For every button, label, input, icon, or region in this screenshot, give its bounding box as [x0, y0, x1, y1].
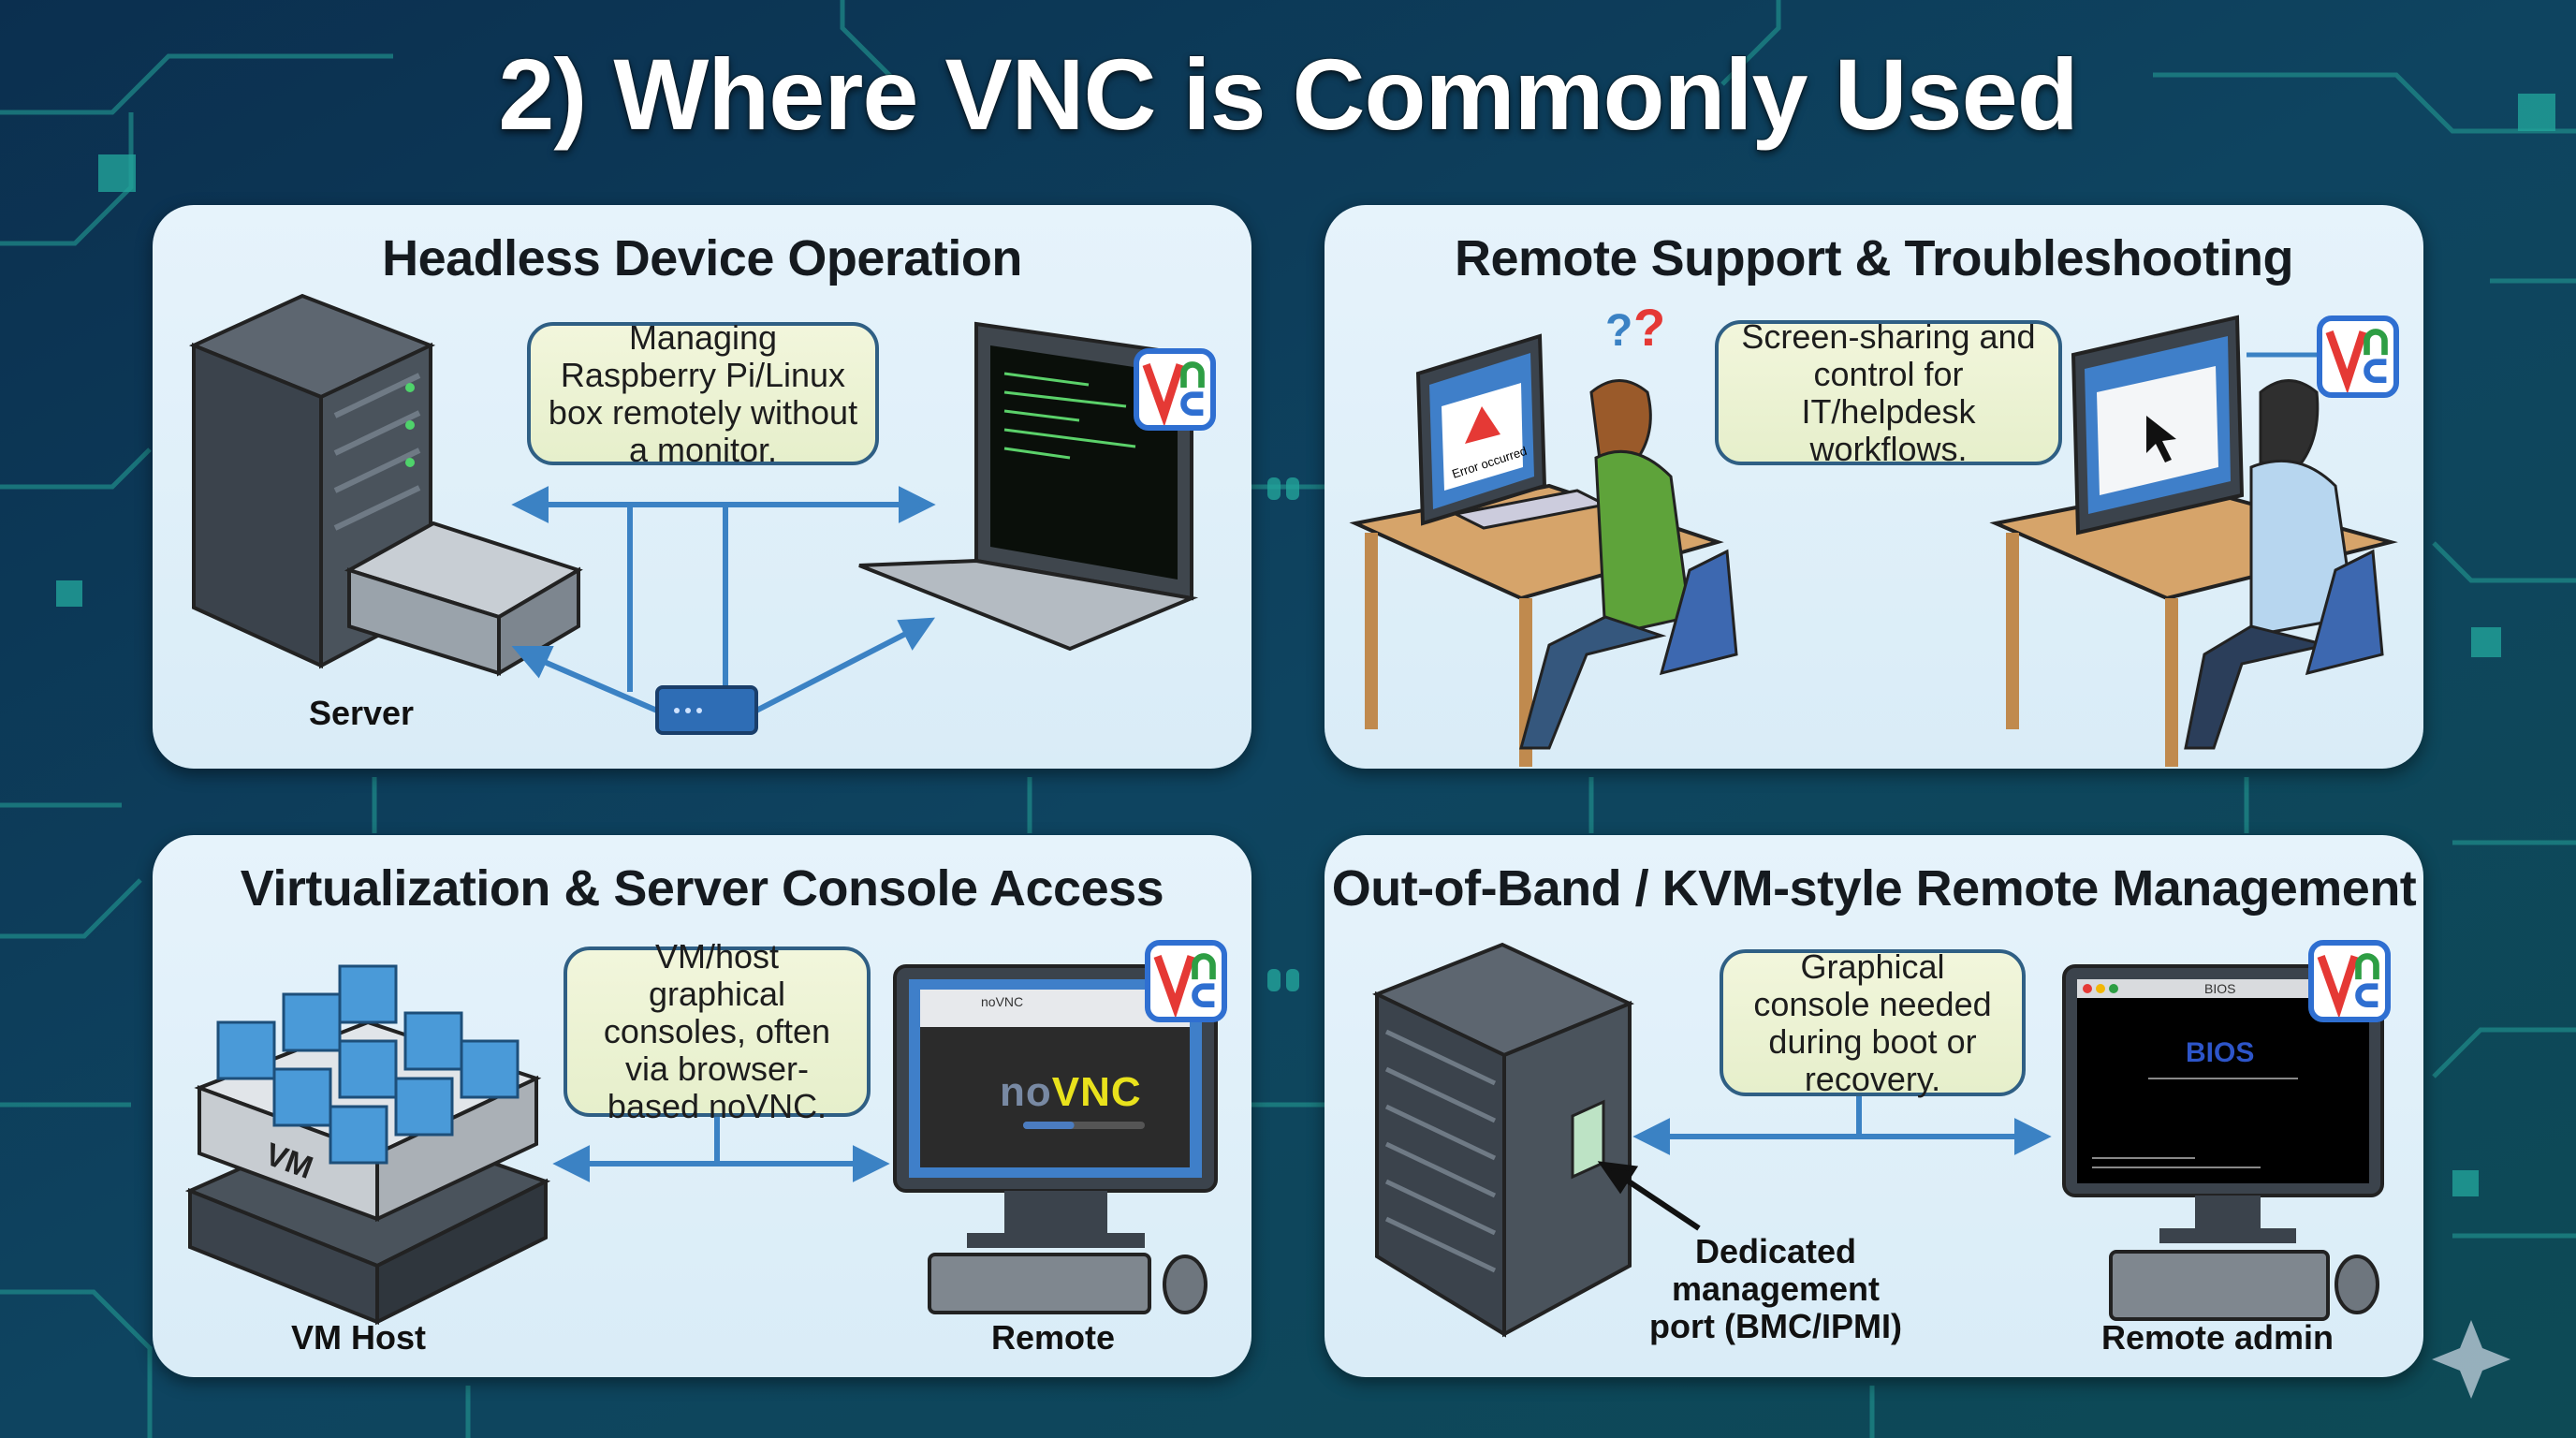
browser-tab: noVNC [981, 994, 1024, 1009]
svg-text:?: ? [1605, 306, 1632, 356]
callout: Graphical console needed during boot or … [1720, 947, 2026, 1097]
remote-support-illustration: Error occurred ?? [1349, 298, 2398, 767]
panel-title: Headless Device Operation [382, 230, 1022, 286]
admin-desk-illustration [1989, 315, 2398, 767]
bios-window-title: BIOS [2204, 981, 2236, 996]
panel-title: Remote Support & Troubleshooting [1455, 230, 2293, 286]
vnc-logo-icon [2317, 315, 2399, 398]
panel-title: Out-of-Band / KVM-style Remote Managemen… [1331, 860, 2417, 917]
svg-text:?: ? [1633, 298, 1665, 357]
sparkle-icon [2432, 1320, 2510, 1399]
panel-headless-device: Headless Device Operation Managing Raspb… [153, 205, 1251, 769]
vm-host-label: VM Host [291, 1318, 426, 1357]
ethernet-port-icon [1571, 1099, 1605, 1180]
management-port-label: Dedicated management port (BMC/IPMI) [1649, 1232, 1902, 1345]
laptop-icon [858, 321, 1199, 652]
vnc-logo-icon [2308, 940, 2391, 1022]
vnc-logo-icon [1145, 940, 1227, 1022]
novnc-progress-bar [1023, 1122, 1075, 1129]
callout: Screen-sharing and control for IT/helpde… [1715, 317, 2062, 467]
panel-out-of-band: Out-of-Band / KVM-style Remote Managemen… [1325, 835, 2423, 1377]
callout: VM/host graphical consoles, often via br… [564, 938, 871, 1125]
remote-label: Remote [990, 1318, 1116, 1357]
user-desk-illustration: Error occurred ?? [1349, 298, 1738, 767]
kvm-illustration [1371, 942, 2384, 1338]
panel-virtualization: VM Virtualization & Server Console Acces… [153, 835, 1251, 1377]
remote-admin-label: Remote admin [2100, 1318, 2334, 1357]
headless-illustration [188, 293, 1199, 735]
bios-heading: BIOS [2186, 1037, 2255, 1068]
router-icon [655, 685, 758, 735]
vnc-logo-icon [1134, 348, 1216, 431]
vm-host-icon: VM [184, 964, 551, 1326]
panel-title: Virtualization & Server Console Access [240, 860, 1164, 917]
server-rack-icon [1371, 942, 1634, 1338]
server-label: Server [308, 694, 415, 732]
callout: Managing Raspberry Pi/Linux box remotely… [527, 318, 879, 468]
page-title: 2) Where VNC is Commonly Used [498, 37, 2078, 151]
novnc-logo: noVNC [1000, 1069, 1142, 1115]
panel-remote-support: Error occurred ?? Remote Support & Troub… [1325, 205, 2423, 769]
